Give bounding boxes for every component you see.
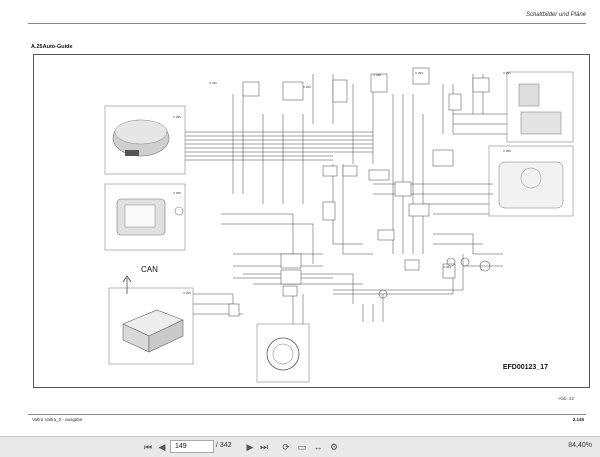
- component-label: X 252: [303, 85, 311, 89]
- connector-blocks: [228, 67, 490, 317]
- fit-page-icon[interactable]: ▭: [297, 442, 307, 452]
- page-number-input[interactable]: 149: [170, 440, 214, 453]
- joystick-box: [506, 71, 574, 143]
- display-panel-box: [488, 145, 574, 217]
- last-page-icon[interactable]: ⏭: [259, 442, 269, 452]
- document-page: Schaltbilder und Pläne A.25Auto-Guide: [28, 12, 590, 422]
- next-page-icon[interactable]: ▶: [246, 442, 254, 452]
- component-label: X 250: [503, 149, 511, 153]
- footer-divider: [28, 414, 586, 415]
- sensor-symbols: [378, 257, 491, 299]
- first-page-icon[interactable]: ⏮: [143, 442, 153, 452]
- footer-left: Valtra Valtra_0 - ausgabe: [32, 417, 83, 422]
- component-label: X 248: [373, 73, 381, 77]
- component-label: X 253: [415, 71, 423, 75]
- figure-ref: Abb. 22: [558, 396, 574, 401]
- can-arrow: [122, 275, 132, 294]
- gps-receiver-box: [104, 105, 186, 175]
- connector-round-box: [256, 323, 310, 383]
- pdf-viewer-toolbar: ⏮ ◀ 149 / 342 ▶ ⏭ ⟳ ▭ ↔ ⚙ 84,40%: [0, 436, 600, 457]
- terminal-display-box: [104, 183, 186, 251]
- component-label: X 255: [173, 115, 181, 119]
- header-divider: [28, 23, 586, 24]
- component-label: X 255: [183, 291, 191, 295]
- page-total: / 342: [216, 442, 232, 449]
- can-label: CAN: [141, 265, 158, 274]
- prev-page-icon[interactable]: ◀: [158, 442, 166, 452]
- component-label: X 249: [209, 81, 217, 85]
- rotate-icon[interactable]: ⟳: [282, 442, 290, 452]
- component-label: X 254: [443, 265, 451, 269]
- settings-icon[interactable]: ⚙: [329, 442, 339, 452]
- component-label: X 256: [173, 191, 181, 195]
- diagram-frame: [33, 54, 590, 388]
- footer-page-number: 3.145: [572, 417, 584, 422]
- header-title: Schaltbilder und Pläne: [525, 12, 586, 18]
- zoom-level[interactable]: 84,40%: [568, 442, 592, 449]
- section-title: A.25Auto-Guide: [31, 44, 73, 50]
- fit-width-icon[interactable]: ↔: [313, 442, 323, 452]
- harness-lines: [185, 74, 507, 324]
- component-label: X 251: [503, 71, 511, 75]
- control-unit-box: [108, 287, 194, 365]
- figure-id: EFD00123_17: [502, 364, 548, 371]
